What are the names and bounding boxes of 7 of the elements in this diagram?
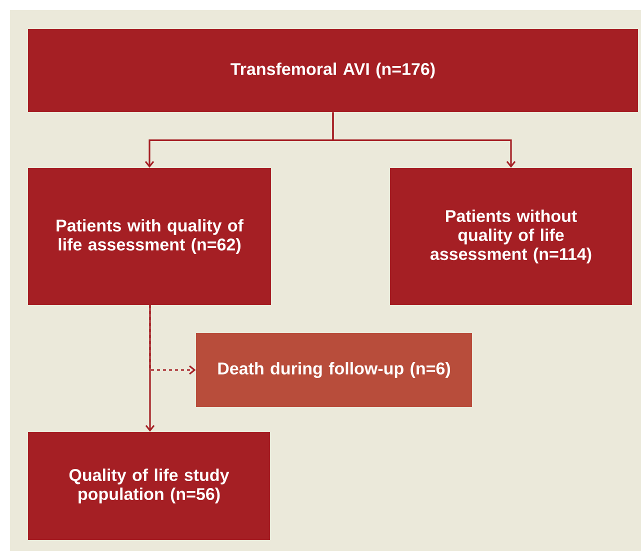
- process-box: Patients without quality of life assessment (n=114): [390, 168, 632, 305]
- arrow: [145, 305, 155, 432]
- process-box: Quality of life study population (n=56): [28, 432, 270, 540]
- process-box: Transfemoral AVI (n=176): [28, 29, 638, 112]
- process-box: Patients with quality of life assessment (n=62): [28, 168, 271, 305]
- arrow: [332, 112, 516, 168]
- process-box: Death during follow-up (n=6): [196, 333, 472, 407]
